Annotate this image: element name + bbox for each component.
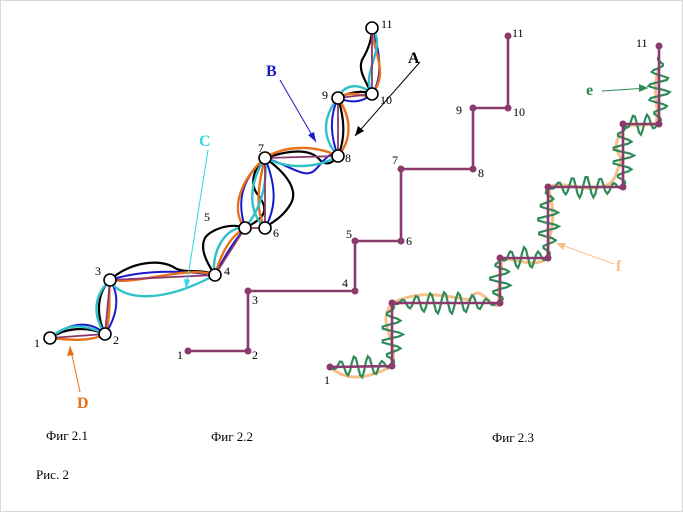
fig21-label-3: 3 (95, 264, 101, 278)
callout-e-label: e (586, 82, 593, 99)
fig-2-2: 1 2 3 4 5 6 7 8 9 10 11 (177, 26, 525, 362)
fig21-label-11: 11 (381, 17, 393, 31)
fig22-label-1: 1 (177, 348, 183, 362)
fig22-label-4: 4 (342, 276, 348, 290)
fig23-node-10 (655, 120, 663, 128)
fig21-node-4 (208, 268, 222, 282)
fig21-label-2: 2 (113, 333, 119, 347)
fig21-label-1: 1 (34, 336, 40, 350)
fig23-node-1 (326, 363, 334, 371)
fig23-peach-wave (328, 67, 661, 379)
callout-C: C (184, 133, 211, 290)
fig22-node-2 (244, 347, 252, 355)
fig21-label-8: 8 (345, 151, 351, 165)
callout-B-label: B (266, 63, 277, 80)
fig22-label-10: 10 (513, 105, 525, 119)
fig22-label-2: 2 (252, 348, 258, 362)
fig21-nodes (43, 21, 379, 345)
callout-A-label: A (408, 50, 420, 67)
fig23-node-11 (655, 42, 663, 50)
fig23-node-8 (619, 183, 627, 191)
fig21-node-8 (331, 149, 345, 163)
fig22-label-8: 8 (478, 166, 484, 180)
fig23-label-1: 1 (324, 373, 330, 387)
callout-e: e (586, 82, 649, 99)
fig22-label-9: 9 (456, 103, 462, 117)
fig22-node-4 (351, 287, 359, 295)
callout-B: B (266, 63, 317, 143)
fig23-node-4 (496, 299, 504, 307)
fig22-node-labels: 1 2 3 4 5 6 7 8 9 10 11 (177, 26, 525, 362)
fig22-node-6 (397, 237, 405, 245)
fig22-node-1 (184, 347, 192, 355)
fig23-node-7 (544, 183, 552, 191)
fig23-node-2 (388, 362, 396, 370)
callout-f-label: f (616, 258, 622, 275)
fig22-node-8 (469, 165, 477, 173)
fig21-node-11 (365, 21, 379, 35)
fig22-label-5: 5 (346, 227, 352, 241)
fig23-label-11: 11 (636, 36, 648, 50)
fig21-label-4: 4 (224, 264, 230, 278)
fig22-node-9 (469, 104, 477, 112)
fig21-label-6: 6 (273, 226, 279, 240)
callout-C-label: C (199, 133, 211, 150)
fig21-node-2 (98, 327, 112, 341)
callout-f: f (555, 242, 622, 275)
figure-title: Рис. 2 (36, 467, 69, 482)
callout-D: D (67, 345, 89, 412)
fig22-node-5 (351, 237, 359, 245)
fig21-node-6 (258, 221, 272, 235)
fig21-node-labels: 1 2 3 4 5 6 7 8 9 10 11 (34, 17, 393, 350)
fig22-label-3: 3 (252, 293, 258, 307)
fig23-node-5 (496, 254, 504, 262)
fig21-node-1 (43, 331, 57, 345)
fig22-node-3 (244, 287, 252, 295)
fig21-node-9 (331, 91, 345, 105)
fig21-node-7 (258, 151, 272, 165)
fig22-node-7 (397, 165, 405, 173)
caption-fig-2-3: Фиг 2.3 (492, 430, 534, 445)
fig22-label-11: 11 (512, 26, 524, 40)
fig23-node-labels: 1 11 (324, 36, 648, 387)
fig21-label-5: 5 (204, 210, 210, 224)
fig-2-1: 1 2 3 4 5 6 7 8 9 10 11 A B C (34, 17, 421, 412)
fig21-node-10 (365, 87, 379, 101)
fig21-node-3 (103, 273, 117, 287)
fig23-node-9 (619, 120, 627, 128)
callout-A: A (354, 50, 421, 137)
fig22-nodes (184, 32, 512, 355)
fig22-node-10 (504, 104, 512, 112)
fig21-label-9: 9 (322, 88, 328, 102)
fig-2-3: 1 11 e f (324, 36, 672, 387)
fig22-label-7: 7 (392, 153, 398, 167)
fig23-node-3 (388, 299, 396, 307)
fig23-nodes (326, 42, 663, 371)
fig23-node-6 (544, 254, 552, 262)
fig21-label-7: 7 (258, 141, 264, 155)
fig21-node-5 (238, 221, 252, 235)
callout-D-label: D (77, 395, 89, 412)
fig22-label-6: 6 (406, 234, 412, 248)
fig22-node-11 (504, 32, 512, 40)
caption-fig-2-2: Фиг 2.2 (211, 429, 253, 444)
caption-fig-2-1: Фиг 2.1 (46, 428, 88, 443)
